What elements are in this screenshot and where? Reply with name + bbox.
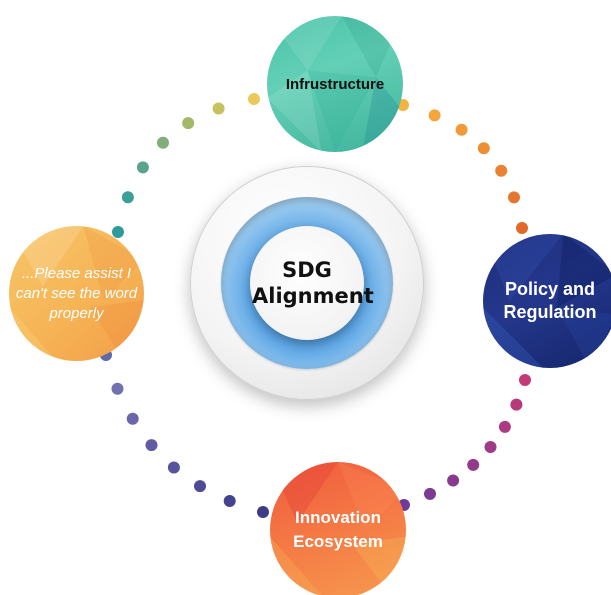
- node-label-unknown: ...Please assist I can't see the word pr…: [15, 264, 138, 322]
- connector-dot: [121, 191, 134, 204]
- connector-dot: [248, 93, 260, 105]
- connector-dot: [477, 142, 490, 155]
- center-circle: SDG Alignment: [250, 226, 374, 340]
- connector-dot: [428, 109, 441, 122]
- node-unknown-label: ...Please assist I can't see the word pr…: [9, 226, 144, 361]
- connector-dot: [223, 495, 236, 507]
- connector-dot: [126, 412, 139, 425]
- facet-pattern: [267, 16, 403, 152]
- node-label-policy-regulation: Policy and Regulation: [503, 279, 597, 322]
- connector-dot: [484, 441, 497, 453]
- connector-dot: [112, 226, 124, 238]
- connector-dot: [516, 222, 528, 234]
- facet-pattern: [483, 234, 611, 368]
- connector-dot: [495, 164, 508, 177]
- connector-dot: [455, 123, 468, 136]
- node-policy-regulation: Policy and Regulation: [483, 234, 611, 368]
- node-innovation-ecosystem: Innovation Ecosystem: [270, 462, 406, 595]
- connector-dot: [111, 382, 124, 395]
- connector-dot: [508, 191, 520, 204]
- connector-dot: [467, 458, 480, 471]
- connector-dot: [136, 161, 149, 174]
- connector-dot: [145, 439, 158, 452]
- facet-pattern: [9, 226, 144, 361]
- connector-dot: [447, 474, 460, 487]
- connector-dot: [194, 480, 206, 493]
- connector-dot: [167, 461, 180, 474]
- center-title: SDG Alignment: [252, 258, 374, 308]
- connector-dot: [498, 420, 511, 433]
- connector-dot: [182, 117, 195, 130]
- node-infrastructure: Infrustructure: [267, 16, 403, 152]
- connector-dot: [157, 136, 169, 149]
- connector-dot: [519, 374, 531, 386]
- connector-dot: [510, 398, 523, 411]
- node-label-infrastructure: Infrustructure: [285, 75, 385, 93]
- facet-pattern: [270, 462, 406, 595]
- node-label-innovation-ecosystem: Innovation Ecosystem: [293, 508, 383, 551]
- connector-dot: [212, 102, 225, 115]
- connector-dot: [424, 487, 436, 500]
- connector-dot: [257, 506, 269, 518]
